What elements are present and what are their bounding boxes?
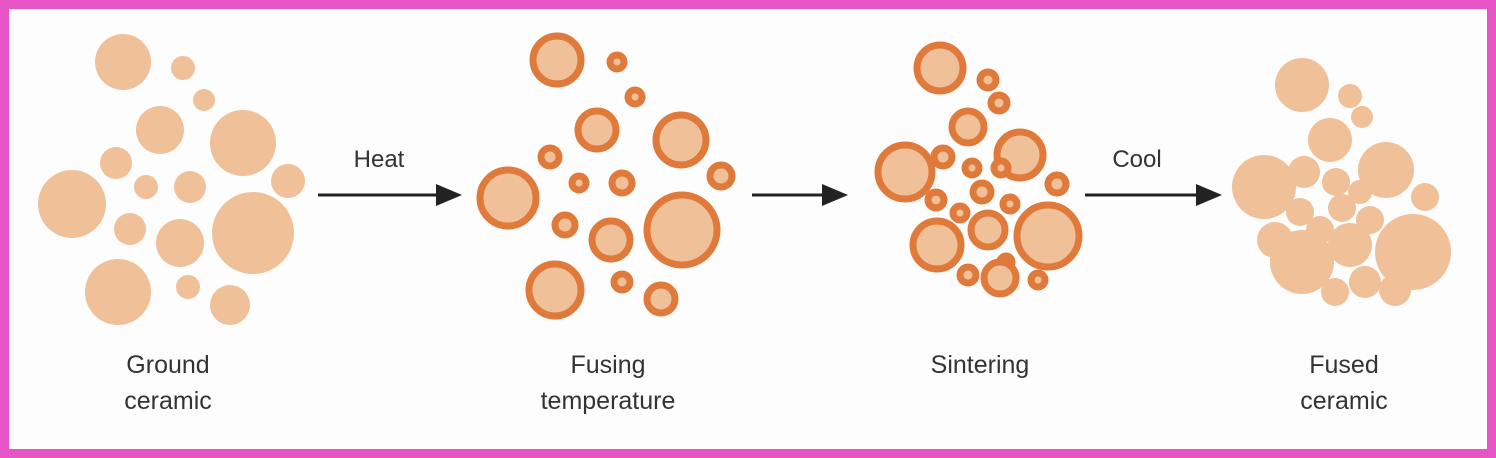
particle: [1411, 183, 1439, 211]
particle: [924, 188, 948, 212]
particle: [976, 68, 1000, 92]
particle: [1232, 155, 1296, 219]
particle: [606, 51, 628, 73]
caption-fusing-line1: Fusing: [570, 351, 646, 379]
particle: [1288, 156, 1320, 188]
arrow-label-cool: Cool: [1112, 146, 1162, 173]
particle: [1351, 106, 1373, 128]
arrow-label-heat: Heat: [353, 146, 405, 173]
particle: [624, 86, 646, 108]
caption-fusing-temperature: Fusing temperature: [478, 347, 738, 419]
particle: [85, 259, 151, 325]
particle: [949, 202, 971, 224]
particle: [909, 217, 965, 273]
particle: [1348, 180, 1372, 204]
particle: [1013, 201, 1083, 271]
caption-sintering: Sintering: [850, 347, 1110, 383]
particle: [1308, 118, 1352, 162]
particle: [706, 161, 736, 191]
particle: [643, 281, 679, 317]
fused-ceramic-particles: [1232, 58, 1451, 306]
particle: [961, 157, 983, 179]
particle: [643, 191, 721, 269]
particle: [114, 213, 146, 245]
particle: [1275, 58, 1329, 112]
particle: [1356, 206, 1384, 234]
caption-fused-line1: Fused: [1309, 351, 1379, 379]
particle: [574, 107, 620, 153]
particle: [525, 260, 585, 320]
particle: [1338, 84, 1362, 108]
particle: [874, 141, 936, 203]
particle: [271, 164, 305, 198]
particle: [1321, 278, 1349, 306]
particle: [212, 192, 294, 274]
particle: [956, 263, 980, 287]
caption-fused-ceramic: Fused ceramic: [1214, 347, 1474, 419]
particle: [529, 32, 585, 88]
particle: [134, 175, 158, 199]
caption-ground-line1: Ground: [126, 351, 210, 379]
particle: [1379, 274, 1411, 306]
particle: [913, 41, 967, 95]
particle: [980, 258, 1020, 298]
particle: [990, 157, 1012, 179]
particle: [967, 209, 1009, 251]
particle: [1044, 171, 1070, 197]
sintering-particles: [874, 41, 1083, 298]
particle: [969, 179, 995, 205]
particle: [1027, 269, 1049, 291]
particle: [476, 166, 540, 230]
particle: [568, 172, 590, 194]
particle: [930, 144, 956, 170]
particle: [1322, 168, 1350, 196]
particle: [610, 270, 634, 294]
particle: [156, 219, 204, 267]
particle: [948, 107, 988, 147]
particle: [588, 217, 634, 263]
particle: [100, 147, 132, 179]
particle: [210, 110, 276, 176]
particle: [174, 171, 206, 203]
particle: [652, 111, 710, 169]
particle: [95, 34, 151, 90]
particle: [537, 144, 563, 170]
particle: [1328, 223, 1372, 267]
particle: [608, 169, 636, 197]
ground-ceramic-particles: [38, 34, 305, 325]
particle: [193, 89, 215, 111]
arrow-heat: [318, 184, 462, 206]
particle: [171, 56, 195, 80]
particle: [1257, 222, 1293, 258]
caption-ground-ceramic: Ground ceramic: [38, 347, 298, 419]
caption-fusing-line2: temperature: [540, 387, 676, 415]
particle: [210, 285, 250, 325]
particle: [136, 106, 184, 154]
particle: [1375, 214, 1451, 290]
particle: [176, 275, 200, 299]
particle: [999, 193, 1021, 215]
particle: [1358, 142, 1414, 198]
particle: [1286, 198, 1314, 226]
particle: [987, 91, 1011, 115]
particle: [551, 211, 579, 239]
caption-sintering-line1: Sintering: [930, 351, 1030, 379]
arrow-to-sintering: [752, 184, 848, 206]
particle: [1349, 266, 1381, 298]
fusing-temperature-particles: [476, 32, 736, 320]
caption-ground-line2: ceramic: [124, 387, 212, 415]
particle: [38, 170, 106, 238]
particle: [1328, 194, 1356, 222]
caption-fused-line2: ceramic: [1300, 387, 1388, 415]
arrow-cool: [1085, 184, 1222, 206]
